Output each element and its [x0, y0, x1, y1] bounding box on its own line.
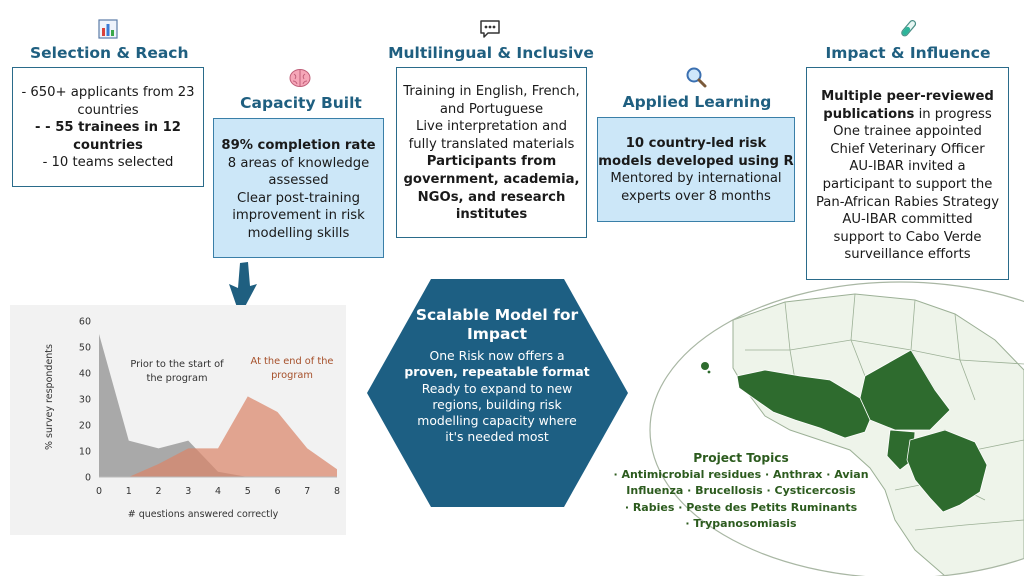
selection-heading: Selection & Reach: [30, 44, 189, 62]
y-tick-label: 10: [79, 447, 91, 458]
magnifier-icon: [686, 67, 707, 88]
x-tick-label: 7: [304, 486, 310, 497]
applied-line: Mentored by international: [610, 171, 782, 187]
selection-line: countries: [77, 102, 139, 118]
x-tick-label: 8: [334, 486, 340, 497]
multilingual-line: NGOs, and research: [417, 189, 566, 205]
capacity-line: Clear post-training: [236, 190, 360, 206]
scalable-hexagon: [367, 279, 628, 507]
series-label-before: the program: [146, 373, 207, 384]
multilingual-line: Live interpretation and: [416, 119, 567, 135]
impact-line: surveillance efforts: [844, 247, 971, 263]
topics-line: · Trypanosomiasis: [685, 517, 797, 531]
y-tick-label: 40: [79, 369, 91, 380]
impact-line: participant to support the: [822, 176, 993, 192]
applied-line: experts over 8 months: [621, 188, 771, 204]
selection-line: countries: [73, 137, 143, 153]
impact-box: Multiple peer-reviewed publications in p…: [806, 67, 1009, 280]
topics-line: Influenza · Brucellosis · Cysticercosis: [626, 484, 856, 498]
series-area-before: [99, 334, 337, 477]
capacity-heading: Capacity Built: [240, 94, 362, 112]
impact-progress: in progress: [914, 106, 992, 122]
capacity-line: 89% completion rate: [221, 138, 376, 153]
scalable-line: regions, building risk: [432, 396, 562, 412]
down-arrow-icon: [229, 262, 257, 316]
impact-line: Pan-African Rabies Strategy: [815, 194, 1000, 210]
chart-panel: [10, 305, 346, 535]
x-axis-label: # questions answered correctly: [128, 509, 279, 520]
map-region-caboverde: [701, 362, 709, 370]
scalable-line: One Risk now offers a: [429, 348, 565, 363]
scalable-title-line: Impact: [466, 325, 528, 343]
applied-box: 10 country-led risk models developed usi…: [597, 117, 795, 222]
series-area-after: [99, 396, 337, 477]
x-tick-label: 1: [126, 486, 132, 497]
capacity-line: improvement in risk: [232, 208, 365, 224]
impact-heading: Impact & Influence: [825, 44, 991, 62]
bar-chart-icon: [98, 19, 118, 39]
impact-line: Multiple peer-reviewed: [821, 89, 994, 104]
capacity-line: 8 areas of knowledge: [227, 155, 370, 171]
selection-line: - 10 teams selected: [42, 155, 174, 171]
topics-line: · Antimicrobial residues · Anthrax · Avi…: [613, 467, 869, 481]
x-tick-label: 3: [185, 486, 191, 497]
multilingual-box: Training in English, French, and Portugu…: [396, 67, 587, 238]
y-tick-label: 0: [85, 473, 91, 484]
multilingual-line: Training in English, French,: [403, 84, 580, 99]
multilingual-heading: Multilingual & Inclusive: [388, 44, 594, 62]
project-topics: Project Topics · Antimicrobial residues …: [610, 450, 872, 533]
x-tick-label: 4: [215, 486, 221, 497]
scalable-line: proven, repeatable format: [404, 364, 590, 380]
scalable-line: modelling capacity where: [417, 413, 577, 429]
y-tick-label: 60: [79, 317, 91, 328]
y-tick-label: 20: [79, 421, 91, 432]
x-tick-label: 5: [245, 486, 251, 497]
x-tick-label: 2: [155, 486, 161, 497]
selection-line: - 650+ applicants from 23: [21, 85, 195, 100]
impact-line: Chief Veterinary Officer: [830, 141, 985, 157]
impact-line: AU-IBAR invited a: [849, 159, 966, 175]
selection-box: - 650+ applicants from 23 countries - - …: [12, 67, 204, 187]
multilingual-line: government, academia,: [403, 171, 580, 187]
scalable-title-line: Scalable Model for: [415, 306, 579, 324]
selection-line: - - 55 trainees in 12: [35, 120, 181, 136]
test-tube-icon: [901, 20, 917, 37]
selection-trainees: - 55 trainees in 12: [45, 120, 181, 136]
series-label-after: At the end of the: [251, 356, 334, 367]
impact-line: One trainee appointed: [833, 124, 982, 140]
scalable-title: Scalable Model for Impact: [392, 306, 602, 344]
impact-publications: publications: [823, 106, 915, 122]
applied-line: models developed using R: [598, 153, 794, 169]
x-tick-label: 6: [274, 486, 280, 497]
scalable-line: Ready to expand to new: [421, 380, 573, 396]
speech-bubble-icon: [480, 20, 500, 38]
impact-line: publications in progress: [807, 106, 1008, 124]
capacity-box: 89% completion rate 8 areas of knowledge…: [213, 118, 384, 258]
brain-icon: [289, 69, 311, 87]
topics-line: · Rabies · Peste des Petits Ruminants: [624, 500, 858, 514]
applied-heading: Applied Learning: [622, 93, 772, 111]
map-region-drc: [906, 429, 988, 513]
impact-line: AU-IBAR committed: [842, 212, 973, 228]
scalable-text: Scalable Model for Impact One Risk now o…: [392, 306, 602, 446]
impact-line: support to Cabo Verde: [833, 229, 982, 245]
topics-title: Project Topics: [693, 451, 789, 465]
multilingual-line: fully translated materials: [408, 136, 575, 152]
multilingual-line: institutes: [455, 207, 528, 223]
map-region-westafrica: [736, 369, 871, 439]
capacity-line: modelling skills: [247, 225, 350, 241]
y-tick-label: 50: [79, 343, 91, 354]
multilingual-line: and Portuguese: [439, 101, 544, 117]
y-axis-label: % survey respondents: [44, 344, 55, 450]
capacity-line: assessed: [268, 173, 329, 189]
africa-map: [649, 281, 1024, 576]
scalable-line: it's needed most: [445, 429, 549, 445]
x-tick-label: 0: [96, 486, 102, 497]
series-label-after: program: [271, 370, 313, 381]
applied-line: 10 country-led risk: [625, 136, 767, 151]
y-tick-label: 30: [79, 395, 91, 406]
series-label-before: Prior to the start of: [130, 359, 224, 370]
multilingual-line: Participants from: [426, 154, 557, 170]
